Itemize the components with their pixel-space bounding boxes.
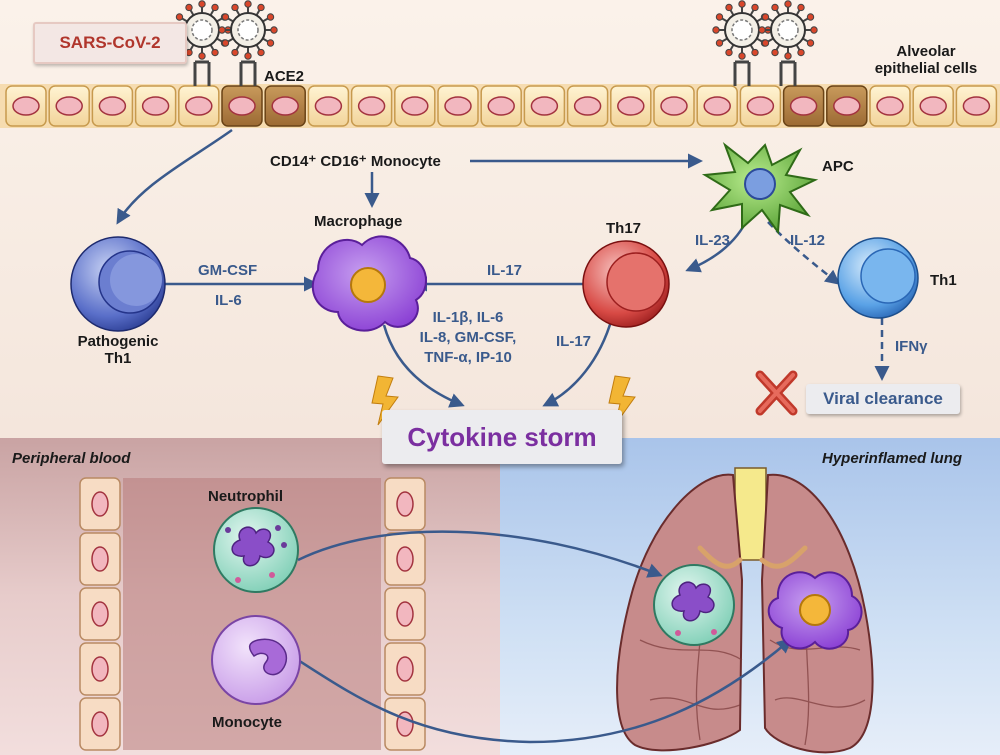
- ifng-label: IFNγ: [895, 338, 928, 355]
- lung-macrophage-cell: [767, 571, 863, 650]
- sars-cov-2-badge: SARS-CoV-2: [33, 22, 187, 64]
- lightning-icon-right: [608, 375, 636, 426]
- epithelial-cell: [566, 85, 609, 127]
- epithelial-cell: [134, 85, 177, 127]
- il6-label: IL-6: [215, 292, 242, 309]
- epithelial-cell: [48, 85, 90, 127]
- infected-epithelial-cell: [264, 85, 306, 127]
- vessel-wall-cell: [79, 697, 121, 751]
- macrophage-label: Macrophage: [314, 213, 403, 230]
- infected-epithelial-cell: [782, 85, 825, 127]
- blood-vessel-wall: [79, 477, 426, 751]
- epithelial-cell: [523, 85, 566, 127]
- hyperinflamed-lung-label: Hyperinflamed lung: [822, 450, 963, 467]
- vessel-wall-cell: [384, 642, 426, 696]
- pathogenic-th1-cell: [70, 236, 166, 332]
- vessel-wall-cell: [384, 532, 426, 586]
- epithelial-cell: [653, 85, 695, 127]
- th1-label: Th1: [930, 272, 957, 289]
- epithelium-label-line1: Alveolar: [896, 43, 956, 60]
- arrow-th17-to-storm: [542, 317, 614, 407]
- arrow-macrophage-to-storm: [382, 324, 465, 408]
- vessel-wall-cell: [79, 642, 121, 696]
- epithelial-cell: [869, 85, 911, 127]
- epithelial-cell: [350, 85, 393, 127]
- peripheral-blood-label: Peripheral blood: [12, 450, 131, 467]
- epithelial-cell: [437, 85, 479, 127]
- macrophage-cytokines-line3: TNF-α, IP-10: [424, 349, 512, 366]
- neutrophil-label: Neutrophil: [208, 488, 283, 505]
- th1-cell: [837, 237, 919, 319]
- monocyte-label: Monocyte: [212, 714, 283, 731]
- viral-clearance-badge: Viral clearance: [806, 384, 960, 414]
- epithelial-cell: [394, 85, 436, 127]
- epithelial-cell: [739, 85, 782, 127]
- lung-neutrophil-cell: [653, 564, 735, 646]
- monocyte-cell: [211, 615, 301, 705]
- macrophage-cytokines-line1: IL-1β, IL-6: [432, 309, 504, 326]
- gm-csf-label: GM-CSF: [198, 262, 258, 279]
- il17-top-label: IL-17: [487, 262, 523, 279]
- epithelial-cell: [307, 85, 350, 127]
- epithelial-cell: [5, 85, 47, 127]
- virus-icon: [758, 0, 818, 86]
- vessel-wall-cell: [384, 477, 426, 531]
- virus-particles: [172, 0, 818, 86]
- arrow-ace2-to-pathogenic-th1: [116, 128, 233, 225]
- pathogenic-th1-label-line2: Th1: [104, 350, 132, 367]
- il23-label: IL-23: [695, 232, 731, 249]
- epithelium-label: Alveolar epithelial cells: [856, 43, 996, 77]
- macrophage-cytokines-line2: IL-8, GM-CSF,: [419, 329, 517, 346]
- il17-bottom-label: IL-17: [556, 333, 592, 350]
- arrow-neutrophil-to-lung: [297, 530, 663, 578]
- arrow-monocyte-to-lung: [297, 638, 793, 744]
- apc-cell: [701, 142, 819, 235]
- macrophage-cell: [311, 235, 428, 332]
- macrophage-cytokines-label: IL-1β, IL-6 IL-8, GM-CSF, TNF-α, IP-10: [408, 308, 528, 368]
- vessel-wall-cell: [79, 477, 121, 531]
- virus-icon: [712, 0, 772, 86]
- vessel-wall-cell: [384, 587, 426, 641]
- il12-label: IL-12: [790, 232, 826, 249]
- epithelial-cell: [91, 85, 134, 127]
- epithelial-cell: [480, 85, 522, 127]
- vessel-wall-cell: [79, 532, 121, 586]
- neutrophil-cell: [213, 507, 299, 593]
- infected-epithelial-cell: [221, 85, 263, 127]
- epithelial-cell: [696, 85, 738, 127]
- epithelial-cell: [178, 85, 220, 127]
- vessel-wall-cell: [384, 697, 426, 751]
- epithelium-label-line2: epithelial cells: [874, 60, 978, 77]
- th17-label: Th17: [606, 220, 642, 237]
- monocyte-source-label: CD14⁺ CD16⁺ Monocyte: [270, 153, 441, 170]
- epithelial-layer: [0, 84, 1000, 128]
- ace2-label: ACE2: [264, 68, 305, 85]
- apc-label: APC: [822, 158, 854, 175]
- blocked-x-icon: [755, 370, 798, 416]
- infected-epithelial-cell: [826, 85, 868, 127]
- cytokine-storm-badge: Cytokine storm: [382, 410, 622, 464]
- epithelial-cell: [912, 85, 954, 127]
- virus-icon: [218, 0, 278, 86]
- pathogenic-th1-label-line1: Pathogenic: [77, 333, 159, 350]
- th17-cell: [582, 240, 670, 328]
- epithelial-cell: [610, 85, 652, 127]
- epithelial-cell: [955, 85, 998, 127]
- vessel-wall-cell: [79, 587, 121, 641]
- pathogenic-th1-label: Pathogenic Th1: [58, 333, 178, 367]
